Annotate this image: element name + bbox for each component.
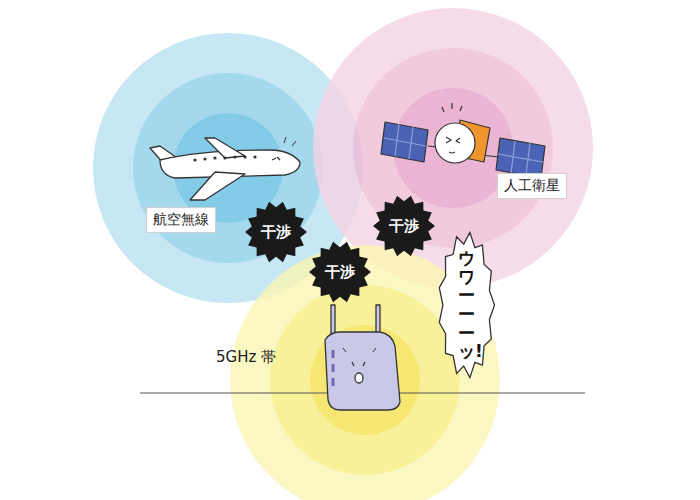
shout-bubble: ウワーーーッ! bbox=[441, 232, 492, 378]
aviation-label: 航空無線 bbox=[146, 207, 216, 233]
burst-outline bbox=[245, 202, 307, 262]
interference-burst: 干渉 bbox=[245, 201, 307, 263]
satellite-label: 人工衛星 bbox=[497, 173, 567, 199]
node-text: ウワーーーッ! bbox=[458, 249, 475, 361]
node-text: 5GHz 帯 bbox=[216, 348, 276, 367]
wifi-router bbox=[325, 305, 400, 410]
airplane bbox=[150, 137, 300, 200]
interference-burst: 干渉 bbox=[373, 195, 435, 257]
burst-outline bbox=[309, 242, 371, 302]
node-text: 航空無線 bbox=[153, 211, 209, 229]
node-text: 干渉 bbox=[389, 217, 419, 236]
burst-outline bbox=[373, 196, 435, 256]
node-text: 干渉 bbox=[325, 263, 355, 282]
shout-outline bbox=[439, 233, 494, 378]
satellite bbox=[381, 103, 545, 178]
band-label: 5GHz 帯 bbox=[216, 348, 276, 367]
interference-burst: 干渉 bbox=[309, 241, 371, 303]
node-text: 干渉 bbox=[261, 223, 291, 242]
node-text: 人工衛星 bbox=[504, 177, 560, 195]
